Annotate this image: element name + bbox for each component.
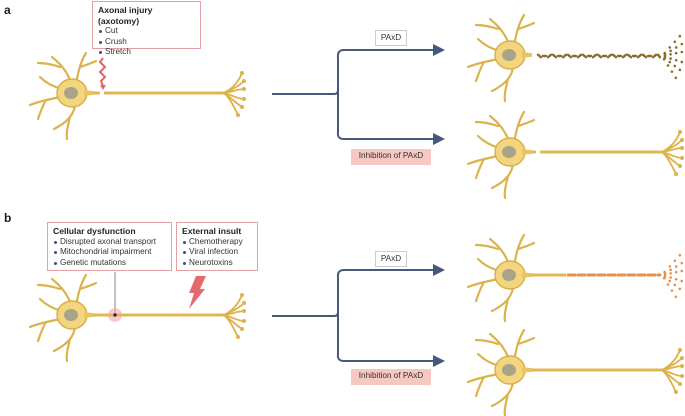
axon-fragment bbox=[656, 53, 662, 59]
list-item: Genetic mutations bbox=[53, 258, 166, 269]
terminal-fragment bbox=[666, 64, 670, 67]
terminal-fragment bbox=[680, 269, 684, 273]
terminal-fragment bbox=[678, 287, 682, 291]
axon-fragments bbox=[566, 253, 684, 299]
paxd-label-a: PAxD bbox=[375, 30, 407, 46]
terminal-fragment bbox=[662, 58, 666, 61]
terminal-fragment bbox=[673, 259, 677, 263]
cellular-dysfunction-title: Cellular dysfunction bbox=[53, 226, 136, 236]
terminal-fragment bbox=[674, 277, 678, 281]
axon-fragment bbox=[546, 53, 553, 59]
cellular-dysfunction-box: Cellular dysfunction Disrupted axonal tr… bbox=[47, 222, 172, 271]
injury-arrowhead bbox=[100, 85, 106, 90]
terminal-fragment bbox=[669, 268, 672, 272]
axon-fragment bbox=[536, 53, 543, 59]
axon-fragment bbox=[611, 53, 618, 59]
list-item: Disrupted axonal transport bbox=[53, 237, 166, 248]
axon-fragment bbox=[606, 53, 613, 59]
axon-fragment bbox=[551, 53, 558, 59]
axon-fragment bbox=[591, 53, 598, 59]
external-insult-title: External insult bbox=[182, 226, 242, 236]
terminal-fragment bbox=[680, 261, 684, 265]
terminal-fragment bbox=[669, 52, 672, 56]
terminal-fragment bbox=[662, 277, 666, 280]
terminal-fragment bbox=[673, 40, 677, 44]
list-item: Mitochondrial impairment bbox=[53, 247, 166, 258]
terminal-fragment bbox=[668, 46, 672, 49]
terminal-fragment bbox=[670, 70, 674, 73]
list-item: Neurotoxins bbox=[182, 258, 252, 269]
axon-fragment bbox=[621, 53, 628, 59]
terminal-fragment bbox=[678, 68, 682, 72]
axonal-injury-title: Axonal injury (axotomy) bbox=[98, 5, 153, 26]
terminal-fragment bbox=[680, 279, 684, 283]
terminal-fragment bbox=[674, 46, 678, 49]
terminal-fragment bbox=[678, 253, 682, 257]
axon-fragments bbox=[536, 34, 684, 80]
terminal-fragment bbox=[680, 50, 684, 54]
list-item: Cut bbox=[98, 26, 195, 37]
terminal-fragment bbox=[674, 265, 678, 268]
dysfunction-site-dot bbox=[113, 313, 117, 317]
panel-a-label: a bbox=[4, 3, 11, 17]
zigzag-arrow-icon bbox=[98, 57, 107, 87]
axonal-injury-box: Axonal injury (axotomy) Cut Crush Stretc… bbox=[92, 1, 201, 56]
external-insult-list: Chemotherapy Viral infection Neurotoxins bbox=[182, 237, 252, 269]
neuron-a-degenerating bbox=[466, 13, 684, 103]
terminal-fragment bbox=[668, 60, 672, 64]
neuron-b-affected bbox=[28, 273, 247, 363]
axon-fragment bbox=[581, 53, 588, 59]
terminal-fragment bbox=[673, 64, 677, 68]
list-item: Crush bbox=[98, 37, 195, 48]
inhibition-label-a: Inhibition of PAxD bbox=[351, 149, 431, 165]
terminal-fragment bbox=[668, 279, 672, 283]
terminal-fragment bbox=[669, 49, 672, 53]
cellular-dysfunction-list: Disrupted axonal transport Mitochondrial… bbox=[53, 237, 166, 269]
axon-fragment bbox=[566, 53, 573, 59]
terminal-fragment bbox=[678, 34, 682, 38]
terminal-fragment bbox=[674, 76, 678, 80]
terminal-fragment bbox=[673, 283, 677, 287]
axon-fragment bbox=[626, 53, 633, 59]
list-item: Stretch bbox=[98, 47, 195, 58]
axonal-injury-list: Cut Crush Stretch bbox=[98, 26, 195, 58]
axon-fragment bbox=[576, 53, 583, 59]
terminal-fragment bbox=[674, 295, 678, 299]
terminal-fragment bbox=[674, 58, 678, 62]
list-item: Viral infection bbox=[182, 247, 252, 258]
panel-b-label: b bbox=[4, 211, 12, 225]
axon-fragment bbox=[641, 53, 648, 59]
inhibition-label-b: Inhibition of PAxD bbox=[351, 369, 431, 385]
paxd-label-b: PAxD bbox=[375, 251, 407, 267]
axon-fragment bbox=[596, 53, 603, 59]
external-insult-box: External insult Chemotherapy Viral infec… bbox=[176, 222, 258, 271]
neuron-b-degenerating bbox=[466, 233, 684, 323]
terminal-fragment bbox=[670, 289, 674, 292]
neuron-a-injured bbox=[28, 51, 247, 141]
terminal-fragment bbox=[674, 270, 678, 274]
terminal-fragment bbox=[666, 283, 670, 286]
axon-fragment bbox=[636, 53, 643, 59]
terminal-fragment bbox=[680, 60, 684, 64]
terminal-fragment bbox=[669, 57, 672, 60]
list-item: Chemotherapy bbox=[182, 237, 252, 248]
branch-arrow-a bbox=[272, 44, 445, 145]
terminal-fragment bbox=[680, 42, 684, 46]
axon-fragment bbox=[561, 53, 568, 59]
terminal-fragment bbox=[668, 265, 672, 268]
lightning-bolt-icon bbox=[189, 276, 206, 309]
branch-arrow-b bbox=[272, 264, 445, 367]
terminal-fragment bbox=[669, 276, 672, 279]
terminal-fragment bbox=[669, 271, 672, 275]
neuron-b-protected bbox=[466, 328, 685, 416]
neuron-a-protected bbox=[466, 110, 685, 200]
terminal-fragment bbox=[674, 51, 678, 55]
axon-fragment bbox=[651, 53, 658, 59]
